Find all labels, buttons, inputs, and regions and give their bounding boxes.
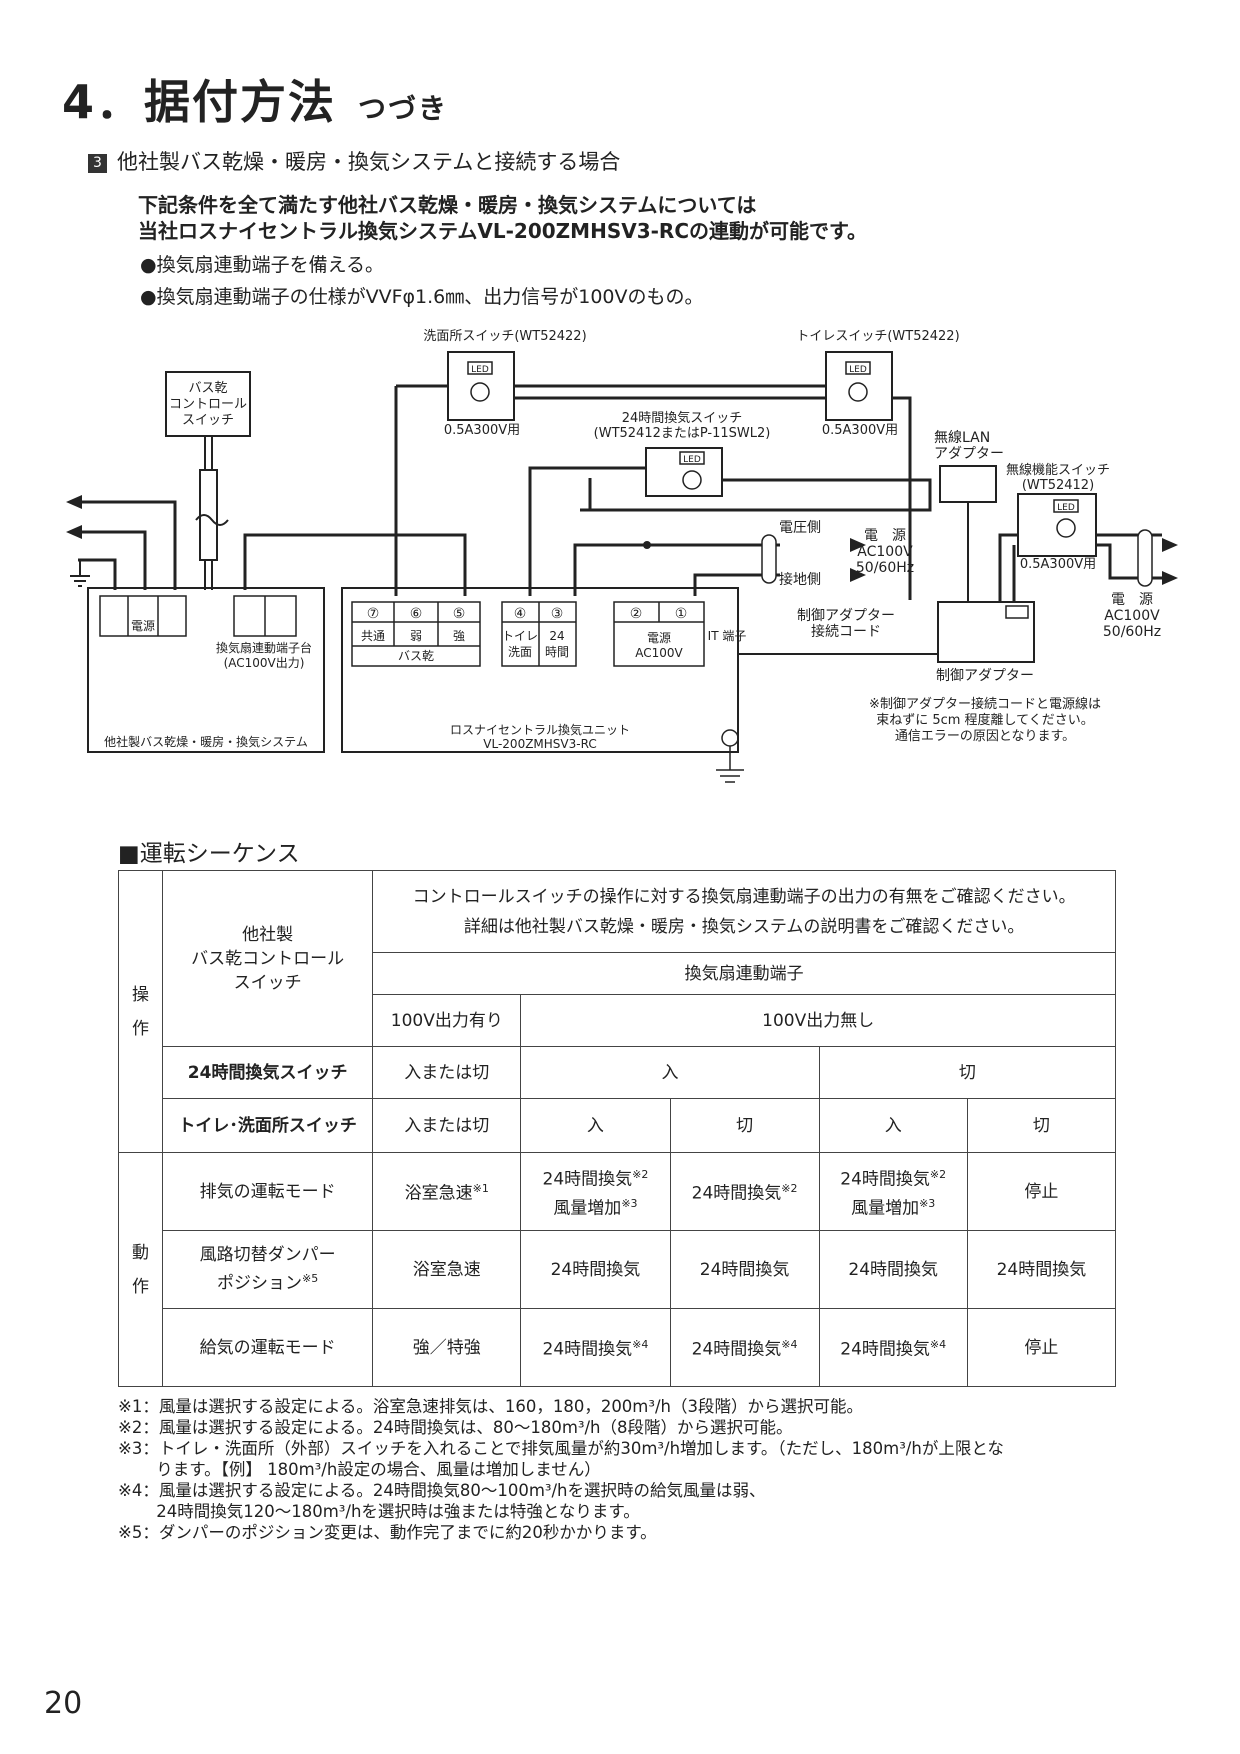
ctrl-switch-label: 他社製バス乾コントロールスイッチ xyxy=(162,870,374,1047)
op-label: 操作 xyxy=(117,870,164,1153)
svg-text:電源: 電源 xyxy=(131,619,155,633)
ctrl-note: コントロールスイッチの操作に対する換気扇連動端子の出力の有無をご確認ください。詳… xyxy=(372,870,1116,953)
svg-text:③: ③ xyxy=(551,606,564,622)
svg-text:(WT52412): (WT52412) xyxy=(1022,478,1094,493)
svg-text:ロスナイセントラル換気ユニット: ロスナイセントラル換気ユニット xyxy=(450,722,630,737)
svg-text:制御アダプター: 制御アダプター xyxy=(797,608,895,624)
svg-text:束ねずに 5cm 程度離してください。: 束ねずに 5cm 程度離してください。 xyxy=(876,712,1094,728)
heading-subtitle: つづき xyxy=(358,92,449,125)
svg-text:電 源: 電 源 xyxy=(864,528,906,544)
svg-text:①: ① xyxy=(675,606,688,622)
svg-text:⑦: ⑦ xyxy=(367,606,380,622)
footnote: ※1：風量は選択する設定による。浴室急速排気は、160，180，200m³/h（… xyxy=(118,1397,864,1416)
sequence-title: ■運転シーケンス xyxy=(118,841,300,867)
svg-text:無線LAN: 無線LAN xyxy=(934,430,990,446)
svg-text:0.5A300V用: 0.5A300V用 xyxy=(1020,557,1096,572)
svg-text:AC100V: AC100V xyxy=(635,646,683,660)
svg-text:④: ④ xyxy=(514,606,527,622)
svg-text:LED: LED xyxy=(1057,503,1075,513)
svg-text:通信エラーの原因となります。: 通信エラーの原因となります。 xyxy=(895,729,1075,744)
svg-text:制御アダプター: 制御アダプター xyxy=(936,668,1034,684)
svg-text:トイレスイッチ(WT52422): トイレスイッチ(WT52422) xyxy=(796,329,959,344)
footnote: ※4：風量は選択する設定による。24時間換気80～100m³/hを選択時の給気風… xyxy=(118,1481,766,1500)
bullet-1: ●換気扇連動端子を備える。 xyxy=(140,254,385,276)
bullet-2: ●換気扇連動端子の仕様がVVFφ1.6㎜、出力信号が100Vのもの。 xyxy=(140,286,704,308)
svg-text:強: 強 xyxy=(453,629,465,643)
svg-text:(WT52412またはP-11SWL2): (WT52412またはP-11SWL2) xyxy=(594,426,771,441)
svg-text:他社製バス乾燥・暖房・換気システム: 他社製バス乾燥・暖房・換気システム xyxy=(104,734,308,749)
svg-text:バス乾: バス乾 xyxy=(398,649,434,663)
svg-text:洗面: 洗面 xyxy=(508,645,532,659)
svg-text:スイッチ: スイッチ xyxy=(182,413,234,428)
svg-text:24: 24 xyxy=(549,629,564,643)
svg-text:LED: LED xyxy=(471,365,489,375)
svg-text:0.5A300V用: 0.5A300V用 xyxy=(444,423,520,438)
footnote: ※3：トイレ・洗面所（外部）スイッチを入れることで排気風量が約30m³/h増加し… xyxy=(118,1439,1004,1458)
svg-text:アダプター: アダプター xyxy=(934,446,1004,462)
svg-text:(AC100V出力): (AC100V出力) xyxy=(224,656,305,670)
svg-text:50/60Hz: 50/60Hz xyxy=(1103,624,1161,640)
svg-text:0.5A300V用: 0.5A300V用 xyxy=(822,423,898,438)
svg-text:無線機能スイッチ: 無線機能スイッチ xyxy=(1006,462,1110,478)
svg-text:弱: 弱 xyxy=(410,629,422,643)
terminal-label: 換気扇連動端子 xyxy=(372,952,1116,995)
page-heading: 4．据付方法つづき xyxy=(62,75,449,129)
svg-text:VL-200ZMHSV3-RC: VL-200ZMHSV3-RC xyxy=(483,737,596,751)
svg-text:LED: LED xyxy=(849,365,867,375)
svg-text:※制御アダプター接続コードと電源線は: ※制御アダプター接続コードと電源線は xyxy=(869,696,1101,712)
svg-text:時間: 時間 xyxy=(545,645,569,659)
footnote: ※5：ダンパーのポジション変更は、動作完了までに約20秒かかります。 xyxy=(118,1523,657,1542)
svg-text:24時間換気スイッチ: 24時間換気スイッチ xyxy=(622,410,743,426)
svg-text:電圧側: 電圧側 xyxy=(779,520,821,536)
intro-text: 下記条件を全て満たす他社バス乾燥・暖房・換気システムについては 当社ロスナイセン… xyxy=(138,193,867,243)
svg-text:共通: 共通 xyxy=(361,629,385,643)
svg-text:接続コード: 接続コード xyxy=(811,623,881,640)
svg-text:50/60Hz: 50/60Hz xyxy=(856,560,914,576)
footnotes: ※1：風量は選択する設定による。浴室急速排気は、160，180，200m³/h（… xyxy=(118,1396,1004,1543)
svg-text:バス乾: バス乾 xyxy=(188,381,227,396)
svg-text:換気扇連動端子台: 換気扇連動端子台 xyxy=(216,640,312,655)
svg-text:IT 端子: IT 端子 xyxy=(708,629,747,643)
svg-text:洗面所スイッチ(WT52422): 洗面所スイッチ(WT52422) xyxy=(423,329,586,344)
footnote: ります。【例】 180m³/h設定の場合、風量は増加しません） xyxy=(118,1460,601,1479)
svg-text:電源: 電源 xyxy=(647,631,671,645)
svg-text:トイレ: トイレ xyxy=(502,629,538,643)
svg-text:LED: LED xyxy=(683,455,701,465)
svg-text:接地側: 接地側 xyxy=(779,571,821,588)
svg-text:⑥: ⑥ xyxy=(410,606,423,622)
act-label: 動作 xyxy=(117,1152,164,1387)
svg-text:AC100V: AC100V xyxy=(1104,608,1160,624)
svg-text:コントロール: コントロール xyxy=(169,397,247,412)
section-number: 3 xyxy=(88,154,107,173)
page-number: 20 xyxy=(44,1686,83,1721)
section-heading: 3 他社製バス乾燥・暖房・換気システムと接続する場合 xyxy=(88,146,620,176)
svg-text:⑤: ⑤ xyxy=(453,606,466,622)
svg-text:電 源: 電 源 xyxy=(1111,592,1153,608)
svg-text:②: ② xyxy=(630,606,643,622)
footnote: 24時間換気120～180m³/hを選択時は強または特強となります。 xyxy=(118,1502,640,1521)
wiring-diagram: バス乾 コントロール スイッチ 洗面所スイッチ(WT52422) LED 0.5… xyxy=(66,329,1178,783)
svg-text:AC100V: AC100V xyxy=(857,544,913,560)
footnote: ※2：風量は選択する設定による。24時間換気は、80～180m³/h（8段階）か… xyxy=(118,1418,793,1437)
sequence-table: 操作 他社製バス乾コントロールスイッチ コントロールスイッチの操作に対する換気扇… xyxy=(117,870,1117,1387)
section-title: 他社製バス乾燥・暖房・換気システムと接続する場合 xyxy=(117,150,621,174)
